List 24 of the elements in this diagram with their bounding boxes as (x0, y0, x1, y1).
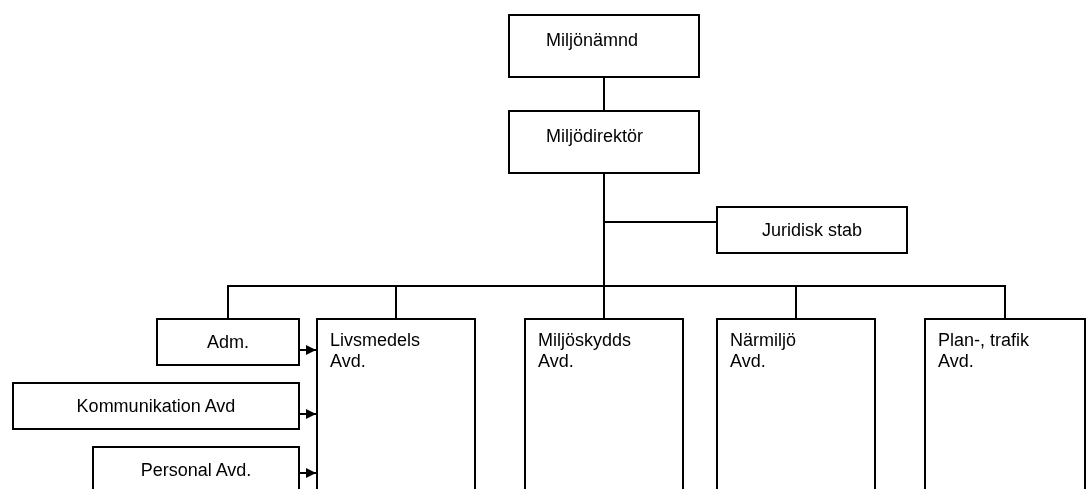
unit-name: Personal Avd. (140, 460, 252, 481)
unit-name: Livsmedels Avd. (330, 330, 422, 372)
org-box (924, 318, 1086, 489)
arrow (299, 409, 317, 419)
org-box (92, 446, 300, 489)
connector-line (603, 77, 605, 111)
org-box (716, 206, 908, 254)
org-box (716, 318, 876, 489)
unit-name: Närmiljö Avd. (730, 330, 797, 372)
arrow (299, 345, 317, 355)
org-box (508, 110, 700, 174)
org-box (508, 14, 700, 78)
unit-name: Adm. (207, 332, 249, 353)
org-box (12, 382, 300, 430)
unit-name: Miljönämnd (546, 30, 639, 51)
unit-name: Juridisk stab (761, 220, 862, 241)
unit-name: Miljödirektör (546, 126, 644, 147)
org-box (156, 318, 300, 366)
arrow (299, 468, 317, 478)
unit-name: Plan-, trafik Avd. (938, 330, 1031, 372)
unit-name: Miljöskydds Avd. (538, 330, 633, 372)
org-box (316, 318, 476, 489)
unit-name: Kommunikation Avd (76, 396, 236, 417)
org-box (524, 318, 684, 489)
